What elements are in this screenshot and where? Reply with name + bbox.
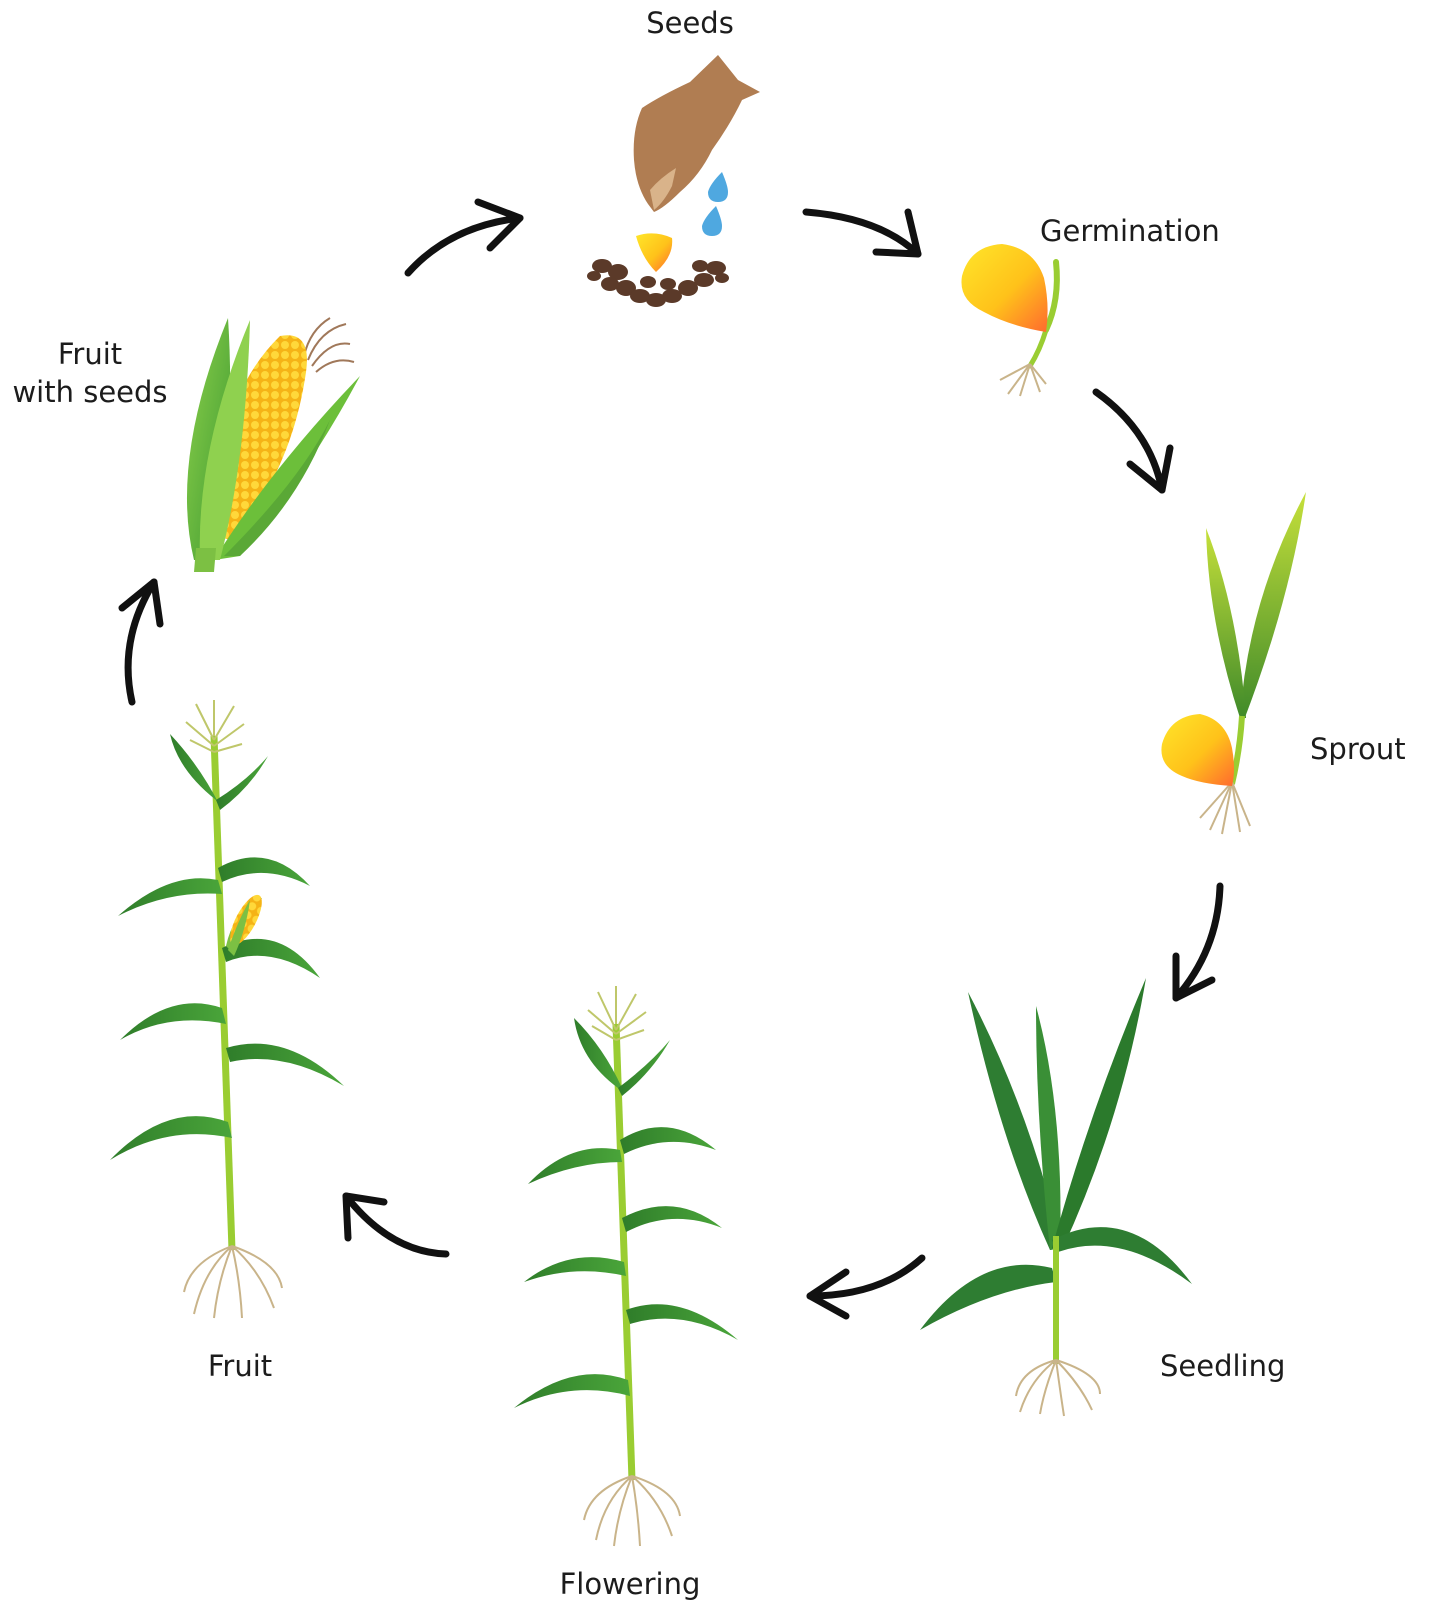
seeds-illustration [587,55,760,307]
arrow-germination-to-sprout [1096,392,1170,490]
stage-label-fruit: Fruit [180,1347,300,1385]
stage-label-germination: Germination [1040,212,1260,250]
arrow-seedling-to-flowering [810,1258,922,1316]
water-drop-icon [702,206,722,236]
fruit-with-seeds-illustration [187,318,360,572]
stage-label-seeds: Seeds [600,4,780,42]
arrow-fruit-to-fruit-with-seeds [122,582,160,702]
stage-label-seedling: Seedling [1160,1347,1310,1385]
stage-label-line: Germination [1040,212,1260,250]
stage-label-flowering: Flowering [520,1565,740,1603]
stage-label-line: Flowering [520,1565,740,1603]
sprout-illustration [1161,492,1306,834]
corn-silk-icon [304,318,354,372]
seedling-illustration [920,978,1192,1416]
corn-kernel-icon [961,244,1047,332]
corn-kernel-icon [1161,714,1234,786]
germination-illustration [961,244,1056,396]
stage-label-line: Fruit [0,335,180,373]
arrow-sprout-to-seedling [1176,886,1220,998]
arrow-fruit-seeds-to-seeds [408,202,520,273]
stage-label-line: with seeds [0,373,180,411]
stage-label-line: Fruit [180,1347,300,1385]
corn-kernel-icon [636,233,672,272]
stage-label-line: Seedling [1160,1347,1310,1385]
stage-label-line: Seeds [600,4,780,42]
flowering-illustration [514,986,738,1546]
stage-label-fruit-with-seeds: Fruit with seeds [0,335,180,411]
fruit-plant-illustration [110,700,344,1318]
stage-label-sprout: Sprout [1310,730,1430,768]
arrow-flowering-to-fruit [346,1196,446,1254]
arrow-seeds-to-germination [806,212,918,254]
tassel-icon [186,700,244,752]
water-drop-icon [708,172,728,202]
stage-label-line: Sprout [1310,730,1430,768]
